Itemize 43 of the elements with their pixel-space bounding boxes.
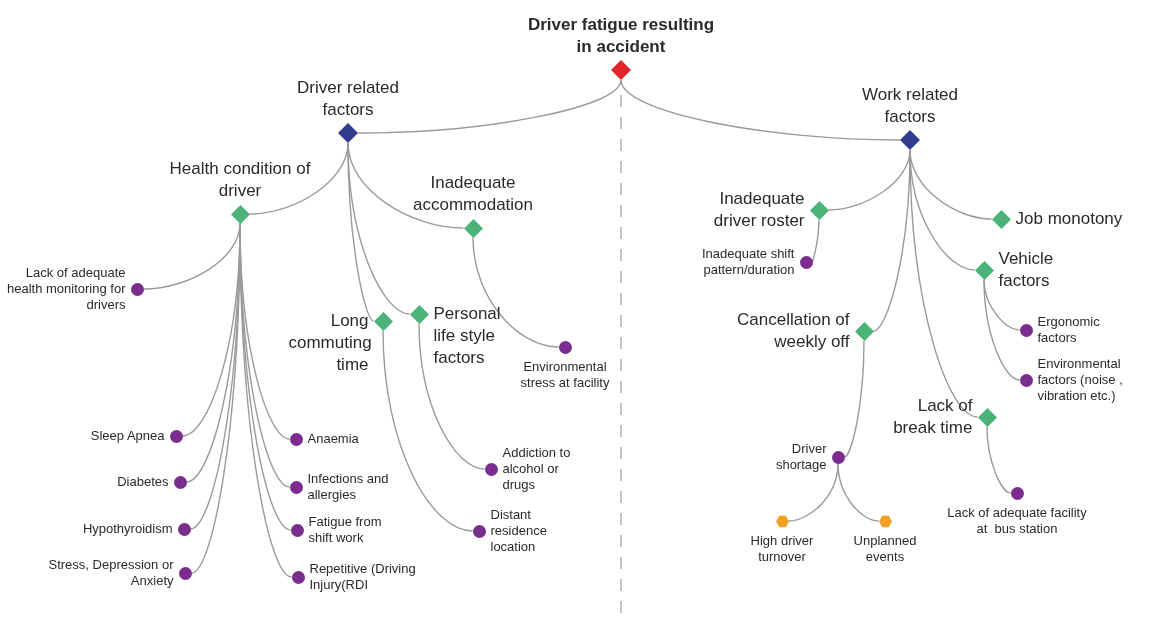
connector-line — [837, 462, 880, 522]
connector-line — [347, 142, 411, 315]
node-label: Health condition of driver — [168, 158, 312, 203]
node-label: Anaemia — [307, 430, 360, 448]
node-label: Driver fatigue resulting in accident — [526, 13, 716, 58]
node-label: Inadequate accommodation — [412, 172, 534, 217]
node-label: Sleep Apnea — [89, 427, 165, 445]
node-label: Driver shortage — [774, 440, 827, 474]
node-label: Repetitive (Driving Injury(RDI — [309, 560, 417, 594]
connector-line — [986, 425, 1012, 494]
node-label: Work related factors — [860, 83, 960, 128]
node-label: Stress, Depression or Anxiety — [47, 556, 174, 590]
node-label: High driver turnover — [749, 532, 815, 565]
node-label: Hypothyroidism — [81, 520, 173, 538]
node-label: Addiction to alcohol or drugs — [502, 444, 572, 494]
node-label: Job monotony — [1015, 207, 1124, 230]
node-label: Lack of adequate facility at bus station — [946, 504, 1088, 537]
connector-line — [620, 79, 901, 141]
connector-line — [472, 236, 560, 348]
connector-line — [811, 218, 820, 263]
node-label: Vehicle factors — [998, 247, 1055, 292]
node-label: Cancellation of weekly off — [736, 308, 850, 353]
connector-line — [983, 278, 1021, 381]
node-label: Distant residence location — [490, 506, 548, 556]
node-label: Lack of break time — [892, 394, 973, 439]
node-label: Diabetes — [116, 473, 169, 491]
node-label: Long commuting time — [288, 309, 369, 376]
node-label: Inadequate shift pattern/duration — [700, 245, 795, 279]
node-label: Inadequate driver roster — [712, 187, 805, 232]
connector-line — [382, 329, 474, 532]
node-label: Ergonomic factors — [1037, 313, 1101, 347]
connector-line — [418, 322, 486, 470]
node-label: Lack of adequate health monitoring for drivers — [6, 264, 126, 314]
connector-line — [909, 149, 979, 418]
connector-line — [843, 339, 865, 458]
node-label: Fatigue from shift work — [308, 513, 383, 547]
node-label: Infections and allergies — [307, 470, 390, 504]
node-label: Environmental stress at facility — [519, 358, 611, 391]
node-label: Environmental factors (noise , vibration etc.) — [1037, 355, 1124, 405]
node-label: Driver related factors — [295, 76, 400, 121]
connector-line — [357, 79, 622, 134]
node-label: Personal life style factors — [433, 302, 502, 369]
node-label: Unplanned events — [852, 532, 918, 565]
